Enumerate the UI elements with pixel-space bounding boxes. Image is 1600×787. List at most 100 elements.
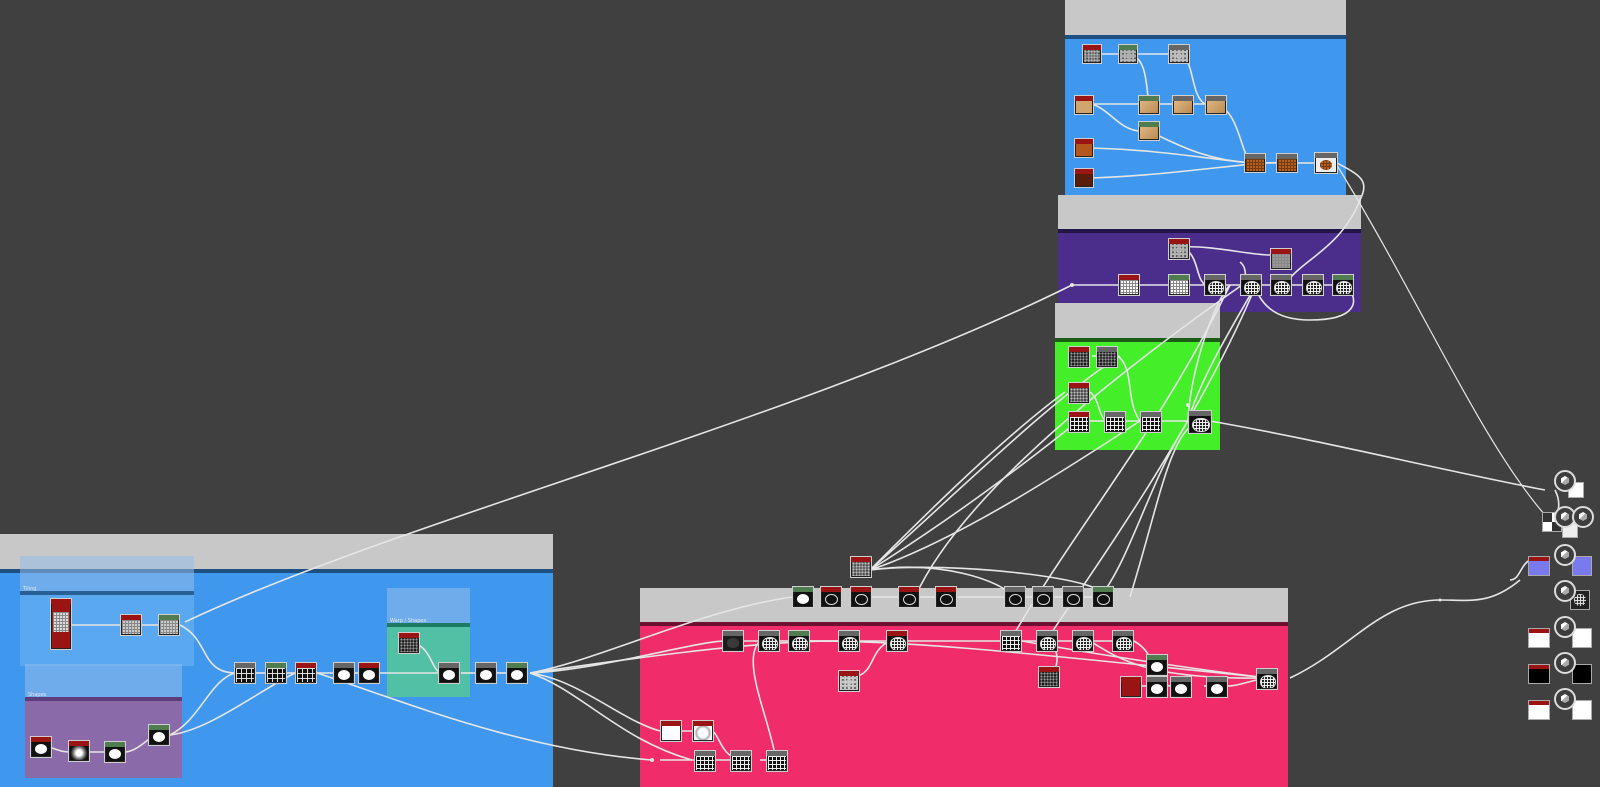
node-shape-glow[interactable] (68, 740, 90, 762)
node-main-circle-4[interactable] (1206, 676, 1228, 698)
node-main-circle-3[interactable] (1170, 676, 1192, 698)
node-warp-circle[interactable] (438, 662, 460, 684)
node-height-noise-1[interactable] (1068, 346, 1090, 368)
node-height-noise-3[interactable] (1068, 382, 1090, 404)
node-main-grid-8[interactable] (1112, 630, 1134, 652)
node-tile-red[interactable] (50, 598, 72, 650)
node-noise-3[interactable] (1168, 44, 1190, 64)
node-main-ring-top-2[interactable] (850, 586, 872, 608)
node-blend-tan-2[interactable] (1172, 95, 1194, 115)
output-node-3[interactable] (1528, 544, 1596, 580)
node-main-grid-bottom-1[interactable] (694, 750, 716, 772)
node-tile-grid-1[interactable] (120, 614, 142, 636)
node-blend-tan-4[interactable] (1138, 121, 1160, 141)
node-shape-circle-6[interactable] (475, 662, 497, 684)
cube-icon[interactable] (1554, 470, 1576, 492)
node-main-circle-bottom-1[interactable] (660, 720, 682, 742)
node-height-grid-2[interactable] (1104, 411, 1126, 433)
frame-title-bar[interactable] (1065, 0, 1346, 35)
node-blend-tan-1[interactable] (1138, 95, 1160, 115)
node-shape-circle-2[interactable] (104, 741, 126, 763)
node-shape-circle-7[interactable] (506, 662, 528, 684)
node-height-grid-1[interactable] (1068, 411, 1090, 433)
cube-icon[interactable] (1554, 580, 1576, 602)
node-main-ring-top-1[interactable] (820, 586, 842, 608)
node-noise-2[interactable] (1118, 44, 1138, 64)
node-main-output-grid[interactable] (1256, 668, 1278, 690)
node-color-tan-1[interactable] (1074, 95, 1094, 115)
node-main-grid-3[interactable] (838, 630, 860, 652)
node-main-grid-1[interactable] (758, 630, 780, 652)
output-node-5[interactable] (1528, 616, 1596, 652)
node-main-ring-top-5[interactable] (1004, 586, 1026, 608)
node-main-darkcircle[interactable] (722, 630, 744, 652)
node-shape-circle-5[interactable] (358, 662, 380, 684)
node-shape-grid-1[interactable] (234, 662, 256, 684)
output-node-1[interactable] (1540, 468, 1590, 504)
node-main-grid-2[interactable] (788, 630, 810, 652)
node-shape-circle-1[interactable] (30, 736, 52, 758)
node-warp-noise[interactable] (398, 632, 420, 654)
output-node-7[interactable] (1528, 688, 1596, 724)
cube-icon[interactable] (1554, 544, 1576, 566)
node-main-red[interactable] (1120, 676, 1142, 698)
node-height-grid-3[interactable] (1140, 411, 1162, 433)
node-pattern-noise[interactable] (1168, 238, 1190, 260)
node-shape-grid-3[interactable] (295, 662, 317, 684)
cube-icon[interactable] (1554, 616, 1576, 638)
subframe-title (20, 556, 194, 591)
output-node-6[interactable] (1528, 652, 1596, 688)
node-main-grid-bottom-3[interactable] (766, 750, 788, 772)
cube-icon[interactable] (1554, 688, 1576, 710)
node-pattern-tile-2[interactable] (1168, 274, 1190, 296)
node-main-circle-bottom-2[interactable] (692, 720, 714, 742)
node-main-ring-top-3[interactable] (898, 586, 920, 608)
node-main-grid-7[interactable] (1072, 630, 1094, 652)
node-cookie-color-result[interactable] (1314, 152, 1338, 174)
frame-title-bar[interactable] (1058, 195, 1361, 229)
node-color-darkred[interactable] (1074, 168, 1094, 188)
node-main-circle-2[interactable] (1146, 676, 1168, 698)
node-main-grid-bottom-2[interactable] (730, 750, 752, 772)
node-height-noise-2[interactable] (1096, 346, 1118, 368)
node-main-circle-top-1[interactable] (792, 586, 814, 608)
node-blend-orange-2[interactable] (1276, 153, 1298, 173)
node-header (1189, 411, 1211, 416)
node-height-result[interactable] (1188, 410, 1212, 434)
node-pattern-gray[interactable] (1270, 248, 1292, 270)
node-pattern-grid-1[interactable] (1204, 274, 1226, 296)
node-main-circle-1[interactable] (1146, 654, 1168, 676)
node-tile-grid-2[interactable] (158, 614, 180, 636)
node-main-ring-top-8[interactable] (1092, 586, 1114, 608)
node-main-grid-6[interactable] (1036, 630, 1058, 652)
node-shape-circle-3[interactable] (148, 724, 170, 746)
node-blend-orange-1[interactable] (1244, 153, 1266, 173)
node-pattern-grid-5[interactable] (1332, 274, 1354, 296)
frame-title-bar[interactable] (1055, 303, 1220, 338)
node-main-noise-1[interactable] (838, 670, 860, 692)
node-main-noise-top[interactable] (850, 556, 872, 578)
node-blend-tan-3[interactable] (1205, 95, 1227, 115)
output-node-2[interactable] (1540, 504, 1600, 540)
node-pattern-tile-1[interactable] (1118, 274, 1140, 296)
frame-title-bar[interactable] (640, 588, 1288, 622)
cube-icon[interactable] (1554, 652, 1576, 674)
node-main-ring-top-4[interactable] (935, 586, 957, 608)
node-pattern-grid-3[interactable] (1270, 274, 1292, 296)
node-thumbnail (1190, 416, 1210, 432)
subframe-tiling[interactable]: Tiling (20, 556, 194, 666)
node-main-noise-2[interactable] (1038, 666, 1060, 688)
node-shape-circle-4[interactable] (333, 662, 355, 684)
node-pattern-grid-4[interactable] (1302, 274, 1324, 296)
node-color-orange[interactable] (1074, 138, 1094, 158)
node-main-grid-4[interactable] (886, 630, 908, 652)
node-main-ring-top-6[interactable] (1032, 586, 1054, 608)
node-shape-grid-2[interactable] (265, 662, 287, 684)
node-main-ring-top-7[interactable] (1062, 586, 1084, 608)
cube-icon[interactable] (1572, 506, 1594, 528)
node-noise-1[interactable] (1082, 44, 1102, 64)
output-node-4[interactable] (1540, 580, 1596, 616)
node-main-grid-5[interactable] (1000, 630, 1022, 652)
node-pattern-grid-2[interactable] (1240, 274, 1262, 296)
